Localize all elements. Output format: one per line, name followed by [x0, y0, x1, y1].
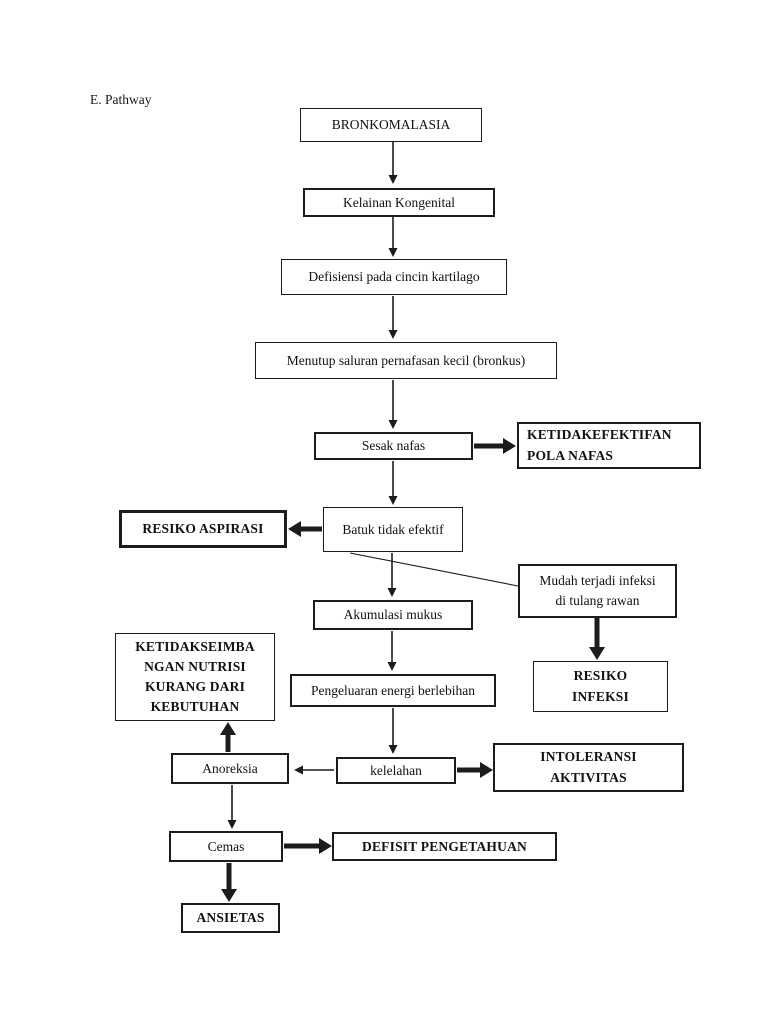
node-anoreksia: Anoreksia: [171, 753, 289, 784]
node-ketidakefektifan-pola-nafas: KETIDAKEFEKTIFAN POLA NAFAS: [517, 422, 701, 469]
node-akumulasi-mukus: Akumulasi mukus: [313, 600, 473, 630]
arrow-anoreksia-to-cemas: [227, 785, 237, 829]
arrow-akumulasi-to-pengeluaran: [387, 631, 397, 671]
node-intoleransi-aktivitas: INTOLERANSI AKTIVITAS: [493, 743, 684, 792]
section-heading: E. Pathway: [90, 92, 152, 107]
node-ketidakseimbangan-nutrisi: KETIDAKSEIMBA NGAN NUTRISI KURANG DARI K…: [115, 633, 275, 721]
arrow-kelelahan-to-anoreksia: [294, 765, 334, 775]
line-batuk-to-mudah-infeksi: [349, 552, 519, 587]
node-bronkomalasia: BRONKOMALASIA: [300, 108, 482, 142]
node-batuk-tidak-efektif: Batuk tidak efektif: [323, 507, 463, 552]
arrow-kelelahan-to-intoleransi: [457, 762, 493, 778]
node-resiko-aspirasi: RESIKO ASPIRASI: [119, 510, 287, 548]
arrow-defisiensi-to-menutup: [388, 296, 398, 339]
arrow-sesak-to-ketidakefektifan: [474, 438, 516, 454]
arrow-cemas-to-ansietas: [221, 863, 237, 902]
arrow-sesak-to-batuk: [388, 461, 398, 505]
arrow-menutup-to-sesak: [388, 380, 398, 429]
arrow-bronkomalasia-to-kelainan: [388, 142, 398, 184]
node-defisit-pengetahuan: DEFISIT PENGETAHUAN: [332, 832, 557, 861]
arrow-pengeluaran-to-kelelahan: [388, 708, 398, 754]
node-kelelahan: kelelahan: [336, 757, 456, 784]
arrow-batuk-to-resiko-aspirasi: [288, 521, 322, 537]
node-mudah-terjadi-infeksi: Mudah terjadi infeksi di tulang rawan: [518, 564, 677, 618]
node-defisiensi-cincin-kartilago: Defisiensi pada cincin kartilago: [281, 259, 507, 295]
node-menutup-saluran: Menutup saluran pernafasan kecil (bronku…: [255, 342, 557, 379]
arrow-batuk-to-akumulasi: [387, 553, 397, 597]
arrow-anoreksia-to-ketidakseimbangan: [220, 722, 236, 752]
node-kelainan-kongenital: Kelainan Kongenital: [303, 188, 495, 217]
arrow-mudah-to-resiko-infeksi: [589, 618, 605, 660]
node-ansietas: ANSIETAS: [181, 903, 280, 933]
node-resiko-infeksi: RESIKO INFEKSI: [533, 661, 668, 712]
node-sesak-nafas: Sesak nafas: [314, 432, 473, 460]
arrow-cemas-to-defisit: [284, 838, 332, 854]
node-pengeluaran-energi: Pengeluaran energi berlebihan: [290, 674, 496, 707]
arrow-kelainan-to-defisiensi: [388, 217, 398, 257]
node-cemas: Cemas: [169, 831, 283, 862]
